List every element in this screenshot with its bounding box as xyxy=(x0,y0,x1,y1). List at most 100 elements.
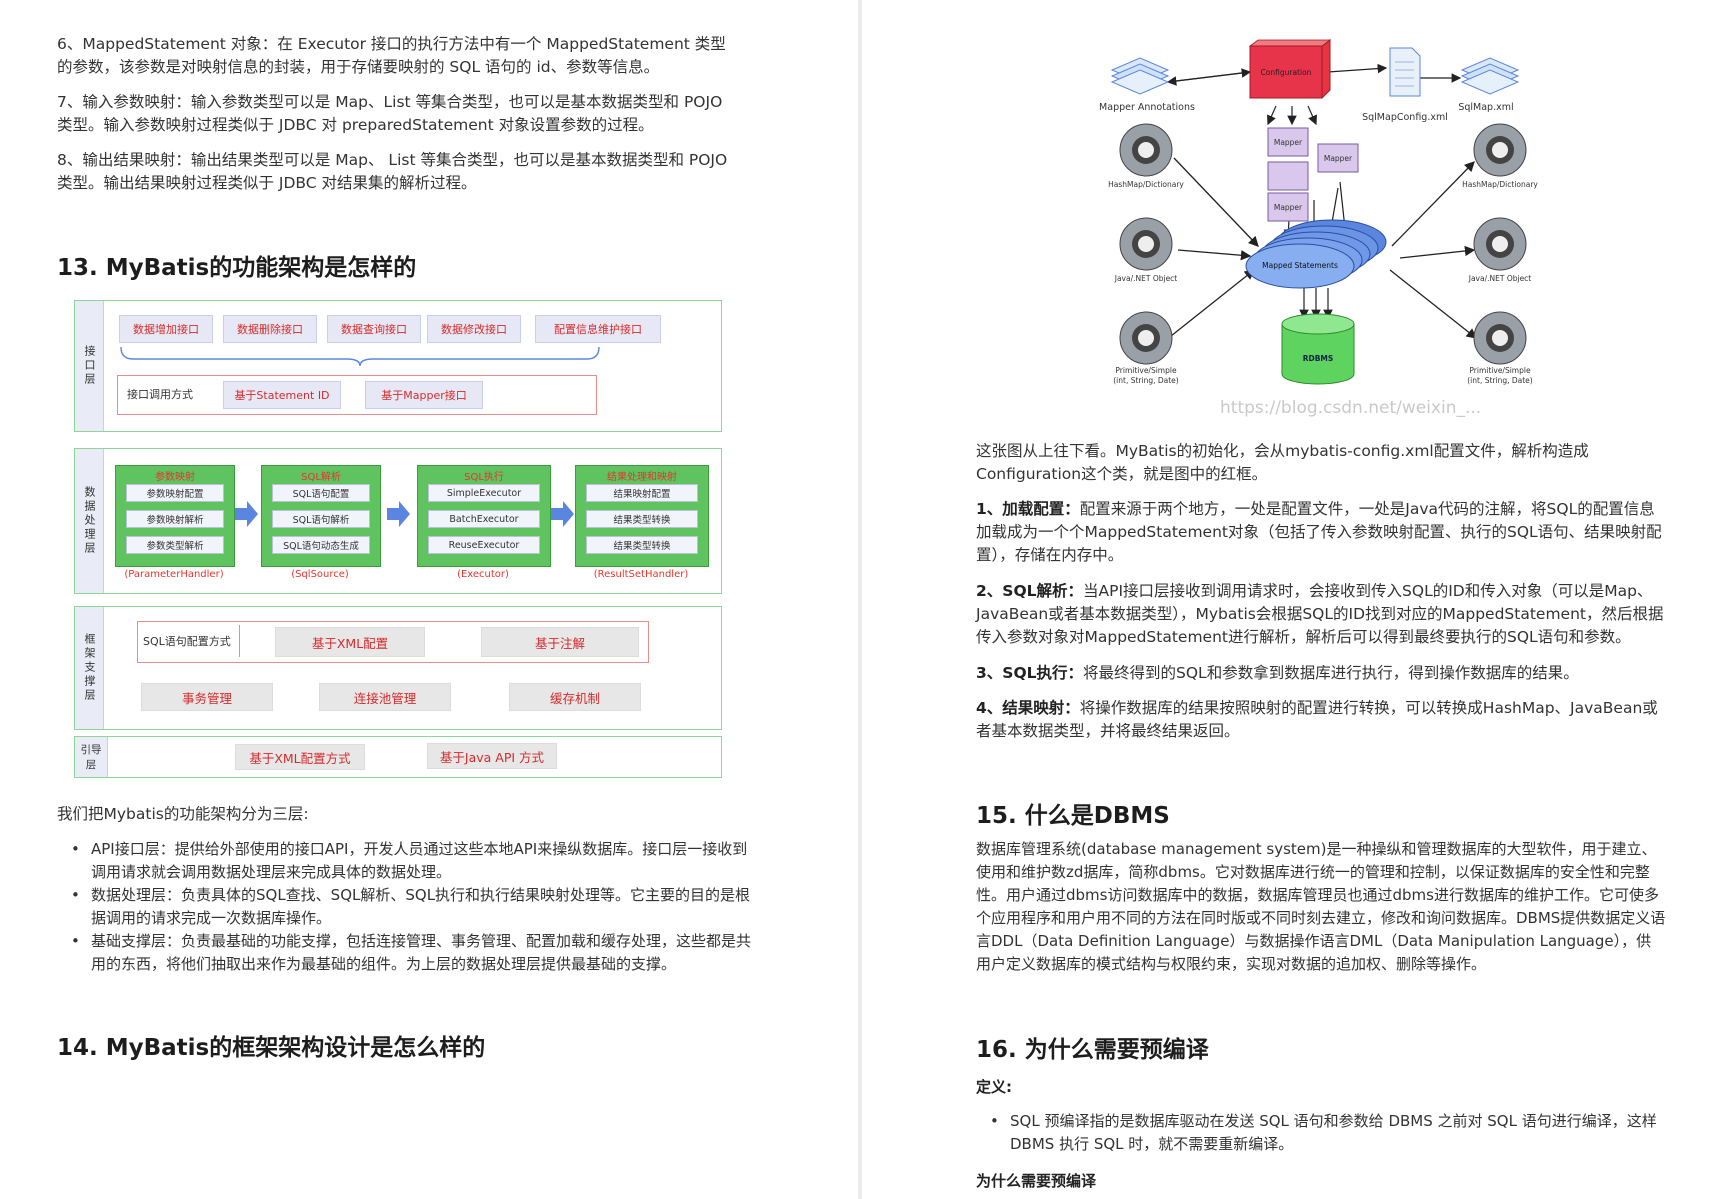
boot-layer-label: 引导层 xyxy=(75,737,108,777)
javanet-label: Java/.NET Object xyxy=(1114,274,1178,283)
config-label: Configuration xyxy=(1260,68,1312,77)
bullet-item: 数据处理层：负责具体的SQL查找、SQL解析、SQL执行和执行结果映射处理等。它… xyxy=(57,884,753,930)
item-7: 7、输入参数映射：输入参数类型可以是 Map、List 等集合类型，也可以是基本… xyxy=(57,93,723,134)
document-icon xyxy=(1389,47,1421,97)
point-2: 2、SQL解析：当API接口层接收到调用请求时，会接收到传入SQL的ID和传入对… xyxy=(976,580,1666,649)
sql-exec-module: SQL执行 SimpleExecutor BatchExecutor Reuse… xyxy=(417,465,551,567)
module-item: SimpleExecutor xyxy=(428,484,540,502)
module-item: SQL语句解析 xyxy=(272,510,370,528)
point-title: 4、结果映射： xyxy=(976,699,1080,717)
point-text: 配置来源于两个地方，一处是配置文件，一处是Java代码的注解，将SQL的配置信息… xyxy=(976,500,1662,564)
module-title: SQL执行 xyxy=(464,472,504,483)
mapped-statements-label: Mapped Statements xyxy=(1262,261,1338,270)
mapper-interface-option: 基于Mapper接口 xyxy=(365,381,483,409)
left-page: 6、MappedStatement 对象：在 Executor 接口的执行方法中… xyxy=(0,0,858,1199)
module-item: SQL语句动态生成 xyxy=(272,536,370,554)
sql-config-label: SQL语句配置方式 xyxy=(143,625,240,657)
interface-layer-label: 接口层 xyxy=(75,301,104,431)
sql-parse-module: SQL解析 SQL语句配置 SQL语句解析 SQL语句动态生成 xyxy=(261,465,381,567)
xml-config-option: 基于XML配置 xyxy=(275,627,425,657)
bullet-item: API接口层：提供给外部使用的接口API，开发人员通过这些本地API来操纵数据库… xyxy=(57,838,753,884)
watermark: https://blog.csdn.net/weixin_... xyxy=(1220,398,1482,418)
page-divider xyxy=(858,0,862,1199)
gear-icon xyxy=(1119,311,1173,365)
definition-bullet: SQL 预编译指的是数据库驱动在发送 SQL 语句和参数给 DBMS 之前对 S… xyxy=(976,1110,1674,1156)
sql-config-frame xyxy=(137,621,649,663)
database-icon xyxy=(1281,313,1355,385)
insert-api-button: 数据增加接口 xyxy=(119,315,213,343)
primitive-types-label: (int, String, Date) xyxy=(1467,376,1533,385)
module-item: BatchExecutor xyxy=(428,510,540,528)
mapper-label: Mapper xyxy=(1273,203,1303,212)
item-6: 6、MappedStatement 对象：在 Executor 接口的执行方法中… xyxy=(57,35,726,76)
mapper-box xyxy=(1267,127,1359,222)
call-mode-frame xyxy=(117,375,597,415)
gear-icon xyxy=(1473,217,1527,271)
brace-icon xyxy=(120,346,600,367)
definition-label: 定义: xyxy=(976,1078,1012,1096)
support-layer-label: 框架支撑层 xyxy=(75,607,104,729)
update-api-button: 数据修改接口 xyxy=(427,315,521,343)
call-mode-label: 接口调用方式 xyxy=(127,388,193,401)
gear-icon xyxy=(1119,123,1173,177)
module-title: 结果处理和映射 xyxy=(607,472,677,483)
module-title: SQL解析 xyxy=(301,472,341,483)
sqlmap-label: SqlMap.xml xyxy=(1458,102,1514,113)
mapped-statements xyxy=(1245,219,1387,289)
transaction-service: 事务管理 xyxy=(141,683,273,711)
config-api-button: 配置信息维护接口 xyxy=(535,315,661,343)
module-footer: (ParameterHandler) xyxy=(124,569,224,580)
data-layer-label: 数据处理层 xyxy=(75,449,104,593)
arrow-right-icon xyxy=(387,501,410,527)
module-item: SQL语句配置 xyxy=(272,484,370,502)
annotation-option: 基于注解 xyxy=(481,627,639,657)
architecture-diagram: 接口层 数据增加接口 数据删除接口 数据查询接口 数据修改接口 配置信息维护接口… xyxy=(74,300,724,780)
module-item: 结果类型转换 xyxy=(586,536,698,554)
gear-icon xyxy=(1473,311,1527,365)
javanet-label: Java/.NET Object xyxy=(1468,274,1532,283)
sqlmapconfig-label: SqlMapConfig.xml xyxy=(1362,112,1448,123)
rdbms-label: RDBMS xyxy=(1302,354,1334,363)
mapper-annotations-label: Mapper Annotations xyxy=(1099,102,1195,113)
point-1: 1、加载配置：配置来源于两个地方，一处是配置文件，一处是Java代码的注解，将S… xyxy=(976,498,1666,567)
query-api-button: 数据查询接口 xyxy=(327,315,421,343)
boot-layer: 引导层 基于XML配置方式 基于Java API 方式 xyxy=(74,736,722,778)
configuration-box xyxy=(1248,39,1332,99)
java-api-boot-option: 基于Java API 方式 xyxy=(427,743,557,769)
mapper-label: Mapper xyxy=(1273,138,1303,147)
cache-service: 缓存机制 xyxy=(509,683,641,711)
heading-14: 14. MyBatis的框架架构设计是怎么样的 xyxy=(57,1035,486,1061)
result-mapping-module: 结果处理和映射 结果映射配置 结果类型转换 结果类型转换 xyxy=(575,465,709,567)
hashmap-label: HashMap/Dictionary xyxy=(1462,180,1538,189)
heading-13: 13. MyBatis的功能架构是怎样的 xyxy=(57,255,417,281)
module-item: 参数映射解析 xyxy=(126,510,224,528)
why-precompile-label: 为什么需要预编译 xyxy=(976,1172,1097,1190)
module-footer: (Executor) xyxy=(457,569,509,580)
connection-pool-service: 连接池管理 xyxy=(319,683,451,711)
point-title: 1、加载配置： xyxy=(976,500,1080,518)
stack-icon xyxy=(1110,57,1170,95)
statement-id-option: 基于Statement ID xyxy=(223,381,341,409)
stack-icon xyxy=(1460,57,1520,95)
delete-api-button: 数据删除接口 xyxy=(223,315,317,343)
module-title: 参数映射 xyxy=(155,472,195,483)
arrow-right-icon xyxy=(235,501,258,527)
arrow-right-icon xyxy=(551,501,574,527)
heading-15: 15. 什么是DBMS xyxy=(976,803,1170,829)
module-item: 结果类型转换 xyxy=(586,510,698,528)
point-title: 3、SQL执行： xyxy=(976,664,1084,682)
module-item: 参数类型解析 xyxy=(126,536,224,554)
bullet-item: 基础支撑层：负责最基础的功能支撑，包括连接管理、事务管理、配置加载和缓存处理，这… xyxy=(57,930,753,976)
point-text: 将操作数据库的结果按照映射的配置进行转换，可以转换成HashMap、JavaBe… xyxy=(976,699,1658,740)
primitive-types-label: (int, String, Date) xyxy=(1113,376,1179,385)
module-item: 参数映射配置 xyxy=(126,484,224,502)
heading-16: 16. 为什么需要预编译 xyxy=(976,1037,1209,1063)
flow-intro: 这张图从上往下看。MyBatis的初始化，会从mybatis-config.xm… xyxy=(976,442,1589,483)
intro-text: 我们把Mybatis的功能架构分为三层: xyxy=(57,805,309,823)
point-4: 4、结果映射：将操作数据库的结果按照映射的配置进行转换，可以转换成HashMap… xyxy=(976,697,1666,743)
gear-icon xyxy=(1473,123,1527,177)
xml-boot-option: 基于XML配置方式 xyxy=(235,744,365,770)
primitive-label: Primitive/Simple xyxy=(1469,366,1531,375)
dbms-paragraph: 数据库管理系统(database management system)是一种操纵… xyxy=(976,840,1666,973)
gear-icon xyxy=(1119,217,1173,271)
